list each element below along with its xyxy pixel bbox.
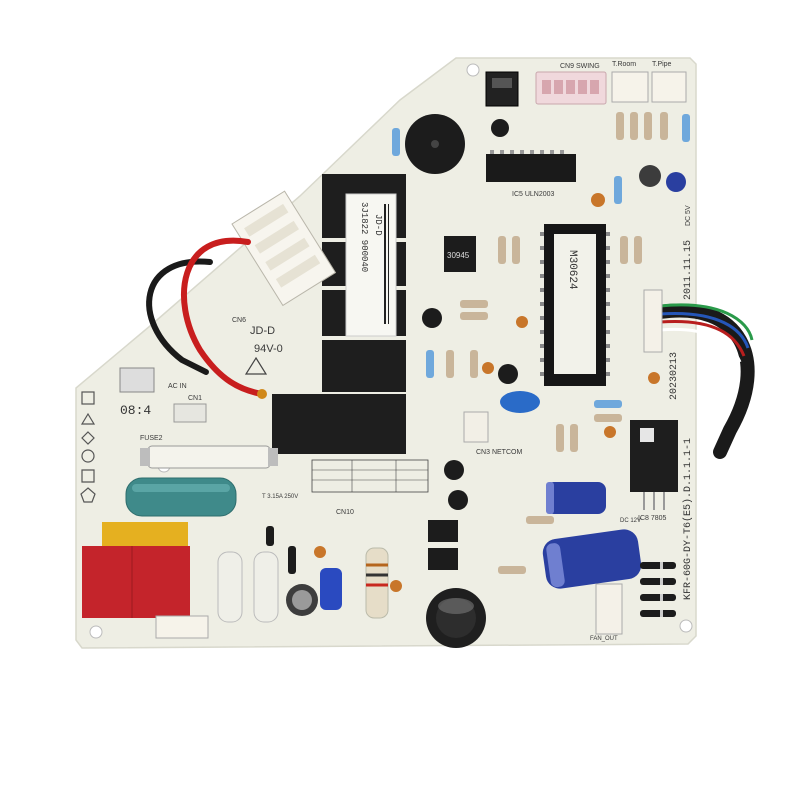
cn6-connector (231, 190, 337, 307)
black-wire (146, 258, 213, 375)
date-code: 20230213 (669, 352, 680, 400)
diode-array (640, 562, 676, 617)
fan-out-connector (595, 583, 623, 635)
optocoupler (428, 520, 458, 542)
time-mark: 08:4 (120, 403, 151, 418)
cn3-connector (463, 411, 489, 443)
cn1-connector (173, 403, 207, 423)
transistor (448, 490, 468, 510)
cn9-label: CN9 SWING (560, 63, 600, 70)
maker-mark: JD-D (250, 325, 275, 337)
cn3-label: CN3 NETCOM (476, 449, 522, 456)
dc12v-label: DC 12V (620, 518, 641, 524)
silk-table (311, 459, 429, 493)
t-pipe-connector (651, 71, 687, 103)
warning-symbol (244, 356, 268, 375)
power-resistor (217, 551, 243, 623)
fuse-label: FUSE2 (140, 435, 163, 442)
t-room-label: T.Room (612, 61, 636, 68)
cn2-connector (155, 615, 209, 639)
small-electrolytic-cap (639, 165, 661, 187)
optocoupler (428, 548, 458, 570)
power-resistor (253, 551, 279, 623)
mounting-hole (679, 619, 693, 633)
relay-4 (322, 340, 406, 392)
flammability-rating: 94V-0 (254, 343, 283, 355)
inductor (444, 236, 476, 272)
svg-text:3J1822 900040: 3J1822 900040 (359, 202, 369, 272)
mounting-hole (89, 625, 103, 639)
fan-out-label: FAN_OUT (590, 636, 618, 642)
blue-cap (320, 568, 342, 610)
relay-5 (272, 394, 406, 454)
transistor (444, 460, 464, 480)
x-capacitor (125, 477, 237, 517)
cn-signal-connector (643, 289, 663, 353)
switch-component (485, 71, 519, 107)
transistor (422, 308, 442, 328)
ceramic-caps (314, 193, 660, 592)
part-number: KFR-60G-DY-T6(E5).D.1.1.1-1 (682, 438, 694, 600)
inductor-label: 30945 (447, 251, 470, 260)
small-electrolytic-cap (666, 172, 686, 192)
cn6-label: CN6 (232, 317, 246, 324)
blue-electrolytic-cap (542, 529, 642, 589)
cn10-label: CN10 (336, 509, 354, 516)
dc-label: DC 5V (685, 205, 692, 226)
red-wire (181, 237, 265, 397)
fuse (147, 445, 271, 469)
transistor (498, 364, 518, 384)
transistor (491, 119, 509, 137)
t-pipe-label: T.Pipe (652, 61, 672, 68)
mounting-hole (466, 63, 480, 77)
blue-electrolytic-cap (546, 482, 606, 514)
resistors (266, 112, 690, 574)
recycle-symbols (80, 391, 96, 503)
t-room-connector (611, 71, 649, 103)
red-capacitor (82, 546, 190, 618)
fuse-rating: T 3.15A 250V (262, 494, 298, 500)
mcu-label: M30624 (566, 250, 578, 290)
ceramic-resistor (365, 547, 389, 619)
ac-in-label: AC IN (168, 383, 187, 390)
sticker: 3J1822 900040 JD-D (345, 193, 397, 337)
svg-text:JD-D: JD-D (373, 214, 383, 236)
regulator-label: IC8 7805 (638, 515, 667, 522)
ac-in-connector (119, 367, 155, 393)
blue-ceramic-cap (500, 391, 540, 413)
driver-chip (486, 154, 576, 182)
yellow-capacitor (102, 522, 188, 548)
black-wire-bundle (653, 303, 755, 459)
cn1-label: CN1 (188, 395, 202, 402)
revision: 2011.11.15 (683, 240, 694, 300)
driver-chip-label: IC5 ULN2003 (512, 191, 555, 198)
